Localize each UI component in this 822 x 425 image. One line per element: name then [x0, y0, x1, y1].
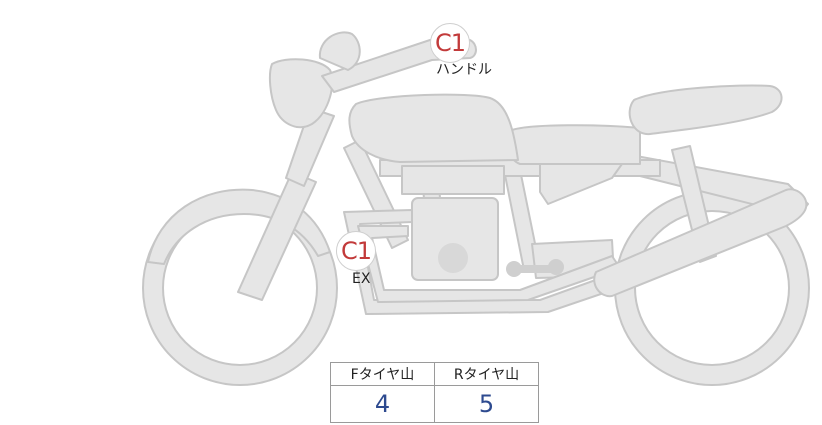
rear-seat	[628, 84, 783, 136]
exhaust-marker-code: C1	[340, 237, 372, 265]
seat	[506, 124, 641, 165]
fuel-tank	[348, 93, 519, 163]
tread-value-row: 4 5	[330, 385, 539, 423]
rear-tire-tread-header: Rタイヤ山	[434, 362, 539, 386]
muffler	[593, 188, 808, 298]
rear-wheel	[614, 190, 810, 386]
handlebar-marker: C1	[430, 23, 470, 63]
headlight	[268, 58, 334, 129]
front-tire-tread-value: 4	[330, 385, 435, 423]
mirror-stem	[318, 31, 361, 71]
tire-tread-table: Fタイヤ山 Rタイヤ山 4 5	[330, 362, 539, 423]
exhaust-label: EX	[352, 271, 371, 287]
front-tire-tread-header: Fタイヤ山	[330, 362, 435, 386]
handlebar-marker-code: C1	[434, 29, 466, 57]
rear-tire-tread-value: 5	[434, 385, 539, 423]
handlebar-label: ハンドル	[436, 62, 492, 78]
exhaust-marker: C1	[336, 231, 376, 271]
tread-header-row: Fタイヤ山 Rタイヤ山	[330, 362, 539, 386]
side-cover	[539, 163, 623, 205]
fork-upper	[285, 107, 335, 187]
shift-lever	[506, 259, 564, 277]
exhaust-pipes	[343, 209, 649, 315]
